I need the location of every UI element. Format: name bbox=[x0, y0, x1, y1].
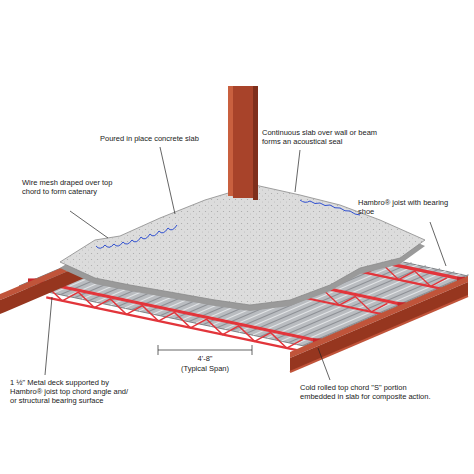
column-flange bbox=[228, 86, 233, 196]
leader-line bbox=[430, 222, 446, 266]
steel-column bbox=[233, 86, 253, 198]
callout-label: Wire mesh draped over top chord to form … bbox=[22, 178, 117, 196]
wire-mesh bbox=[300, 200, 360, 215]
leader-line bbox=[295, 150, 300, 192]
leader-line bbox=[160, 147, 175, 214]
beam-flange bbox=[290, 296, 468, 372]
callout-label: Hambro® joist with bearing shoe bbox=[358, 198, 463, 216]
callout-label: 1 ½" Metal deck supported by Hambro® joi… bbox=[10, 378, 135, 405]
dimension-label: 4'-8" bbox=[196, 354, 215, 363]
callout-label: Continuous slab over wall or beam forms … bbox=[262, 128, 397, 146]
column-flange bbox=[253, 86, 258, 200]
callout-label: Cold rolled top chord "S" portion embedd… bbox=[300, 383, 435, 401]
leader-line bbox=[70, 211, 108, 238]
wire-mesh bbox=[96, 225, 177, 248]
leader-line bbox=[318, 348, 330, 380]
callout-label: Poured in place concrete slab bbox=[100, 134, 225, 143]
dimension-note: (Typical Span) bbox=[179, 364, 231, 373]
leader-line bbox=[45, 297, 52, 375]
